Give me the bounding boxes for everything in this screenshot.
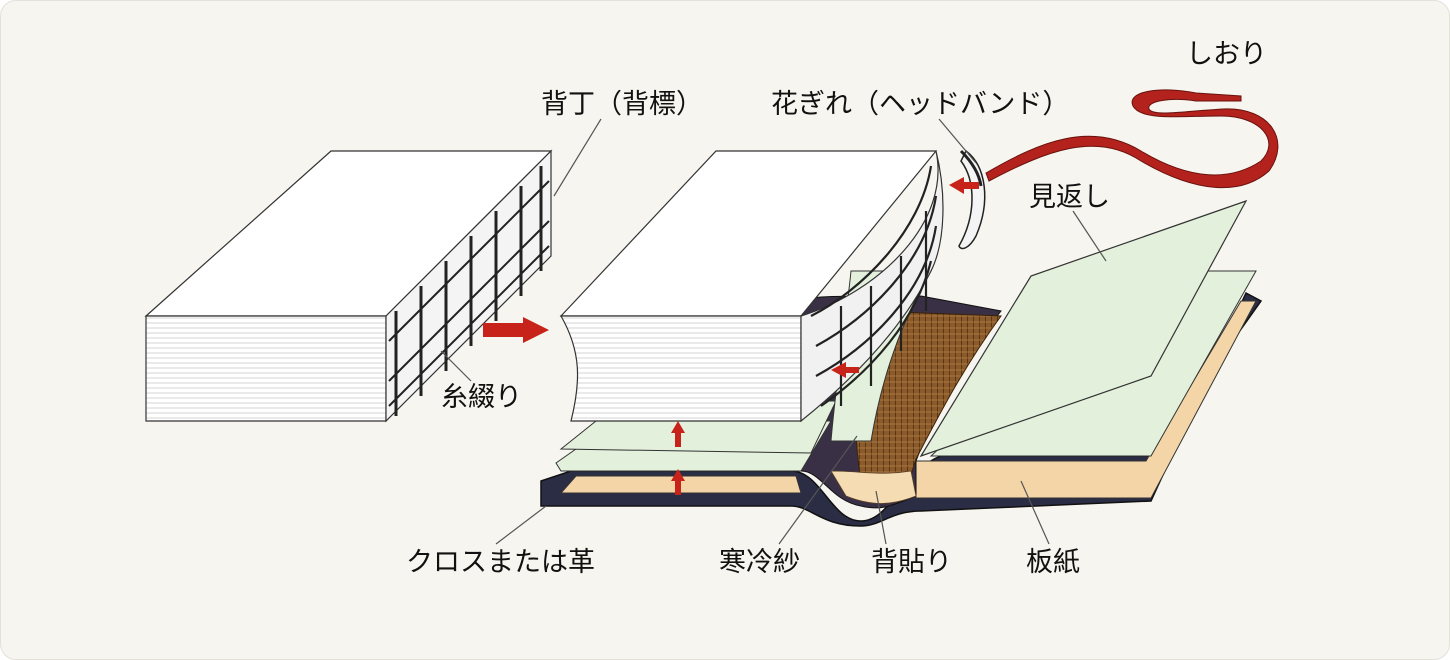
label-board: 板紙 xyxy=(1026,547,1080,578)
red-arrows xyxy=(671,177,979,495)
arrow-endpaper-down xyxy=(671,469,685,495)
ribbon-bookmark xyxy=(985,89,1279,189)
headband xyxy=(958,149,986,250)
arrow-to-spine-lined-block xyxy=(483,317,549,343)
label-thread-sewing: 糸綴り xyxy=(441,382,522,413)
right-endpapers xyxy=(919,199,1257,458)
flyleaf xyxy=(919,199,1248,458)
right-board xyxy=(915,300,1257,499)
label-cloth-or-leather: クロスまたは革 xyxy=(406,547,595,578)
left-block-front xyxy=(145,315,387,422)
sewing-threads xyxy=(388,166,550,416)
middle-book-block xyxy=(559,150,944,423)
label-back-lining: 背貼り xyxy=(871,547,952,578)
leader-lines xyxy=(440,118,1107,545)
left-block-spine xyxy=(385,149,552,423)
spine-mull-threads xyxy=(810,165,938,407)
label-spine-marker: 背丁（背標） xyxy=(541,89,703,120)
arrow-headband xyxy=(949,177,979,194)
label-endpaper: 見返し xyxy=(1029,182,1110,213)
label-mull: 寒冷紗 xyxy=(719,547,800,578)
back-strip xyxy=(830,470,917,504)
arrow-endpaper-up xyxy=(671,421,685,447)
arrow-mull xyxy=(831,362,859,378)
left-book-block xyxy=(144,149,553,423)
label-headband: 花ぎれ（ヘッドバンド） xyxy=(771,89,1069,120)
middle-block-front xyxy=(559,315,802,422)
label-bookmark-ribbon: しおり xyxy=(1186,39,1267,70)
